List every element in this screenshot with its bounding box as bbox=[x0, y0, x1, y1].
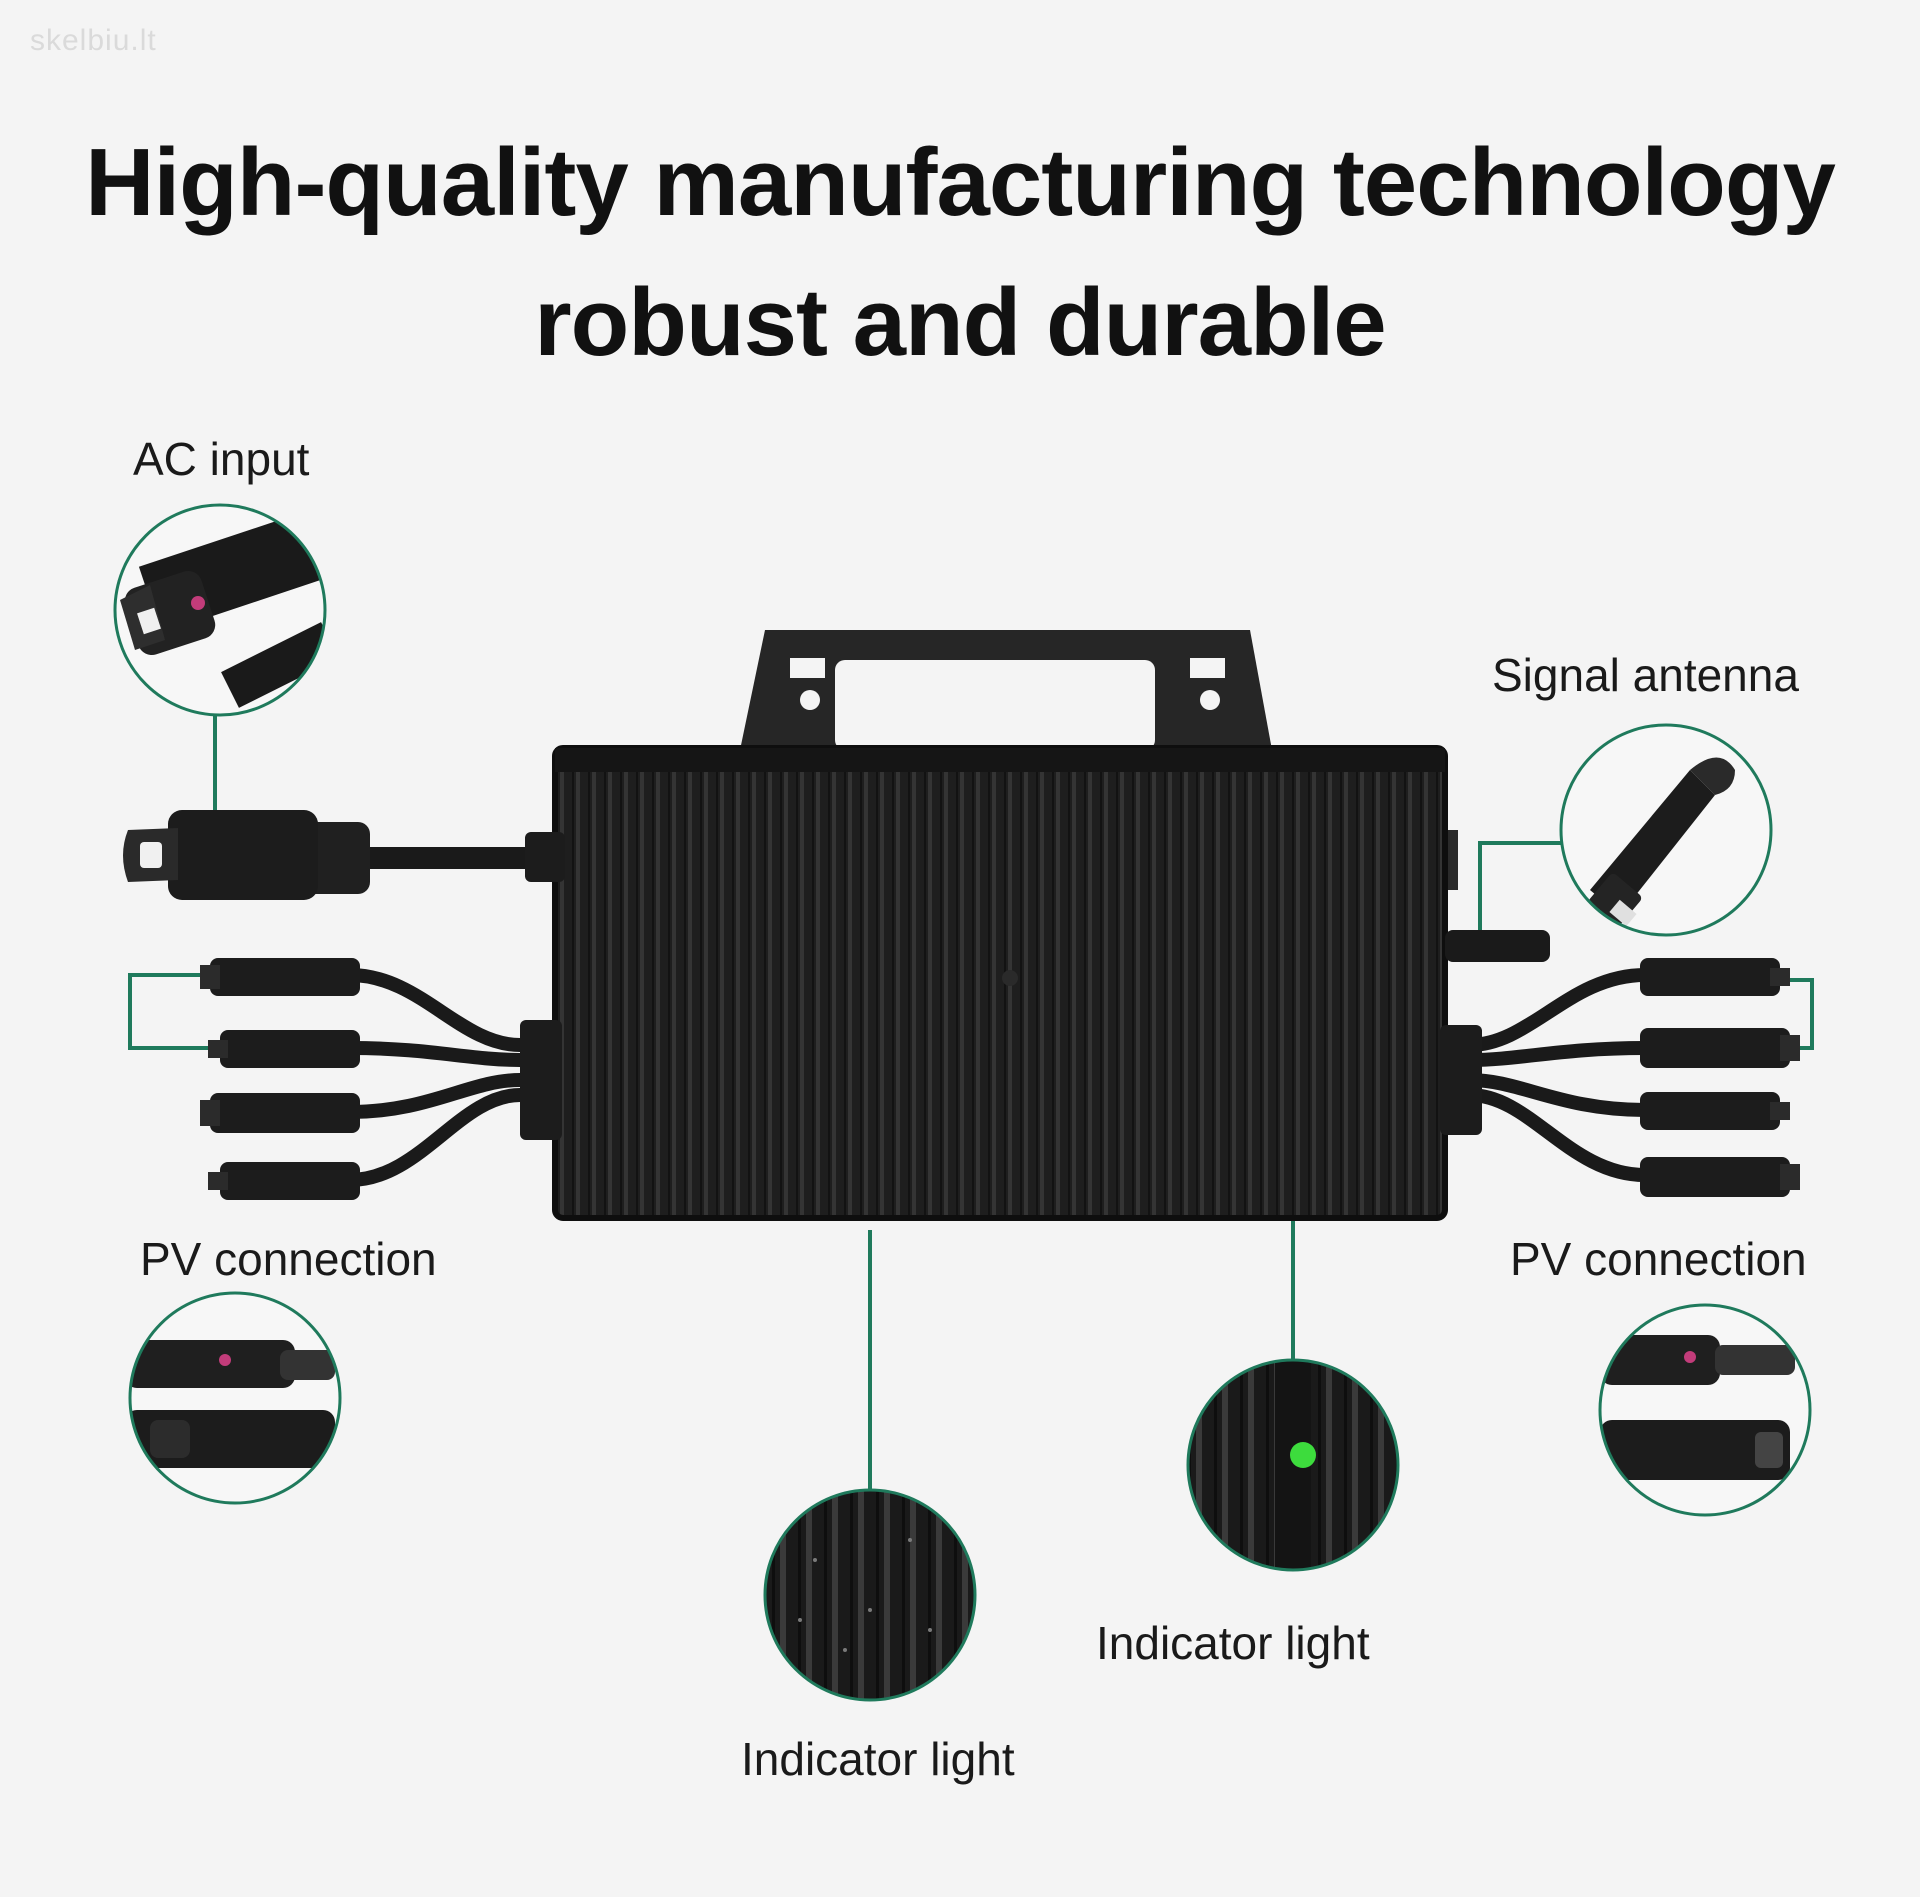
zoom-indicator-light-right bbox=[1186, 1358, 1400, 1572]
label-pv-connection-left: PV connection bbox=[140, 1233, 437, 1285]
pv-connectors-right bbox=[1640, 958, 1800, 1197]
indicator-led bbox=[1290, 1442, 1316, 1468]
watermark: skelbiu.lt bbox=[30, 24, 157, 57]
pv-cables-right bbox=[1469, 968, 1646, 1182]
label-pv-connection-right: PV connection bbox=[1510, 1233, 1807, 1285]
ac-cable bbox=[123, 810, 565, 900]
title-line-1: High-quality manufacturing technology bbox=[85, 129, 1836, 236]
zoom-pv-connection-right bbox=[1598, 1303, 1812, 1517]
zoom-signal-antenna bbox=[1559, 723, 1773, 937]
indicator-led-spot bbox=[1002, 970, 1018, 986]
title-line-2: robust and durable bbox=[534, 269, 1386, 376]
inverter-device bbox=[552, 630, 1550, 1221]
zoom-pv-connection-left bbox=[128, 1291, 342, 1505]
label-ac-input: AC input bbox=[133, 433, 310, 485]
antenna-stub bbox=[1445, 930, 1550, 962]
label-indicator-light-bottom: Indicator light bbox=[741, 1733, 1015, 1785]
leader-pv-left bbox=[128, 973, 210, 1050]
label-signal-antenna: Signal antenna bbox=[1492, 649, 1799, 701]
leader-signal-antenna bbox=[1478, 841, 1562, 935]
label-indicator-light-right: Indicator light bbox=[1096, 1617, 1370, 1669]
zoom-indicator-light-bottom bbox=[763, 1488, 977, 1702]
heatsink-body bbox=[555, 748, 1445, 1218]
pv-connectors-left bbox=[200, 958, 360, 1200]
zoom-ac-input bbox=[113, 503, 327, 717]
pv-cables-left bbox=[349, 968, 521, 1187]
